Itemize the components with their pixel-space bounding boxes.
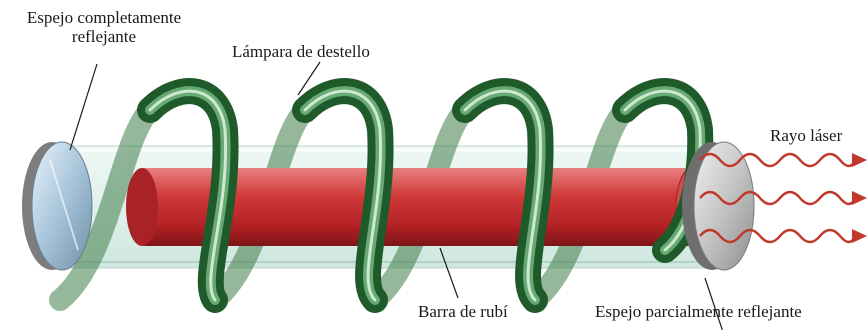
partial-mirror — [682, 142, 754, 270]
label-flash-lamp: Lámpara de destello — [232, 42, 370, 61]
label-ruby-rod: Barra de rubí — [418, 302, 508, 321]
label-laser-beam: Rayo láser — [770, 126, 842, 145]
full-mirror — [22, 142, 92, 270]
label-full-mirror-line2: reflejante — [6, 27, 202, 46]
laser-arrowheads — [852, 153, 867, 243]
label-full-mirror: Espejo completamente reflejante — [6, 8, 202, 46]
label-partial-mirror: Espejo parcialmente reflejante — [595, 302, 802, 321]
label-full-mirror-line1: Espejo completamente — [6, 8, 202, 27]
